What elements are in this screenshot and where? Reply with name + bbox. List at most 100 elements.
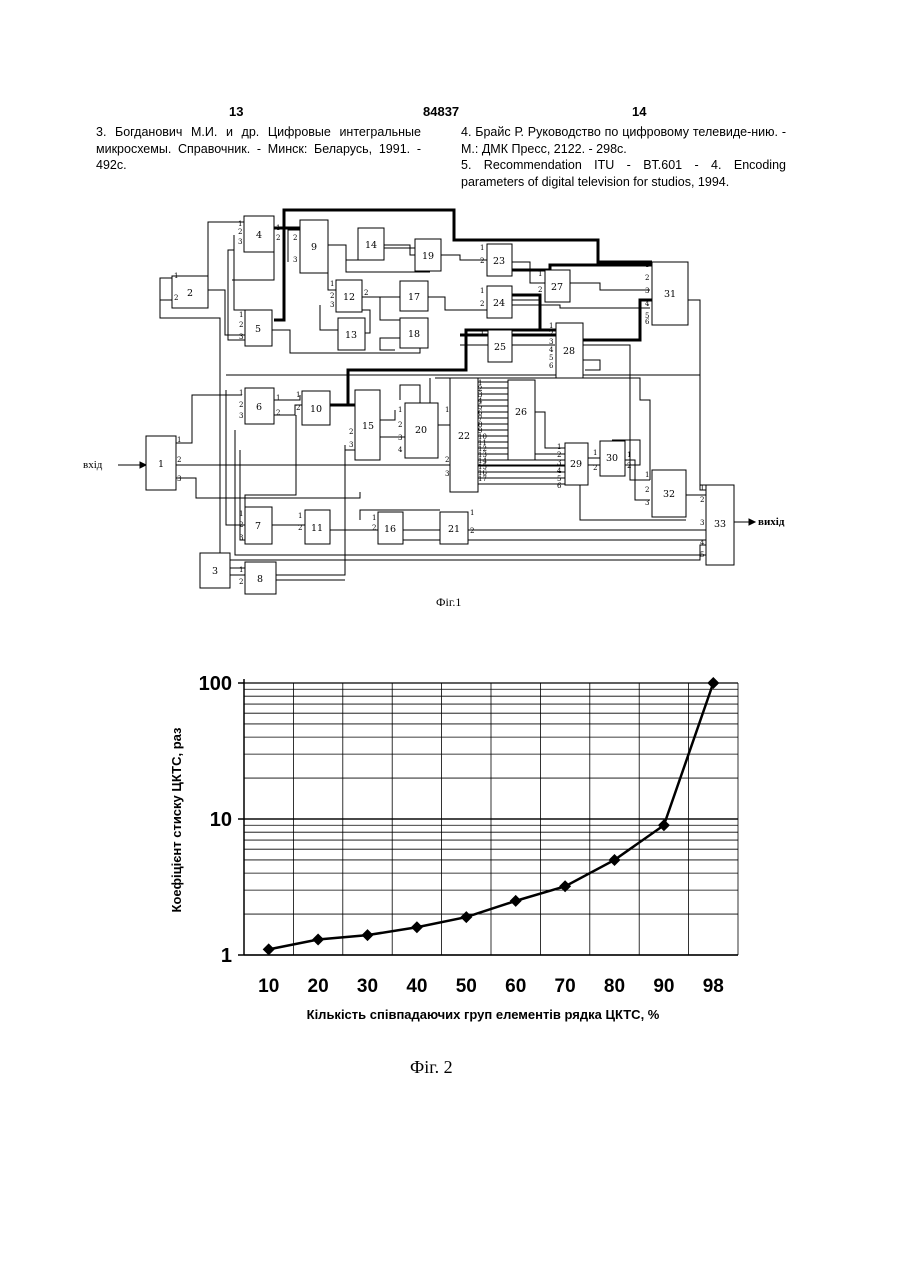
svg-text:2: 2 [276,234,280,242]
block-25-label: 25 [494,342,506,353]
block-4-label: 4 [256,230,262,241]
block-7-label: 7 [255,521,261,532]
block-11-label: 11 [311,523,323,534]
svg-text:1: 1 [593,449,597,457]
svg-text:1: 1 [557,443,561,451]
svg-text:1: 1 [174,272,178,280]
svg-text:2: 2 [364,289,368,297]
svg-text:2: 2 [645,486,649,494]
svg-text:1: 1 [238,220,242,228]
input-label: вхід [83,459,103,471]
svg-text:2: 2 [538,286,542,294]
svg-text:2: 2 [645,274,649,282]
svg-text:2: 2 [549,330,553,338]
block-24-label: 24 [493,298,505,309]
svg-text:1: 1 [480,330,484,338]
svg-text:4: 4 [700,539,705,547]
block-15-label: 15 [362,421,374,432]
svg-text:3: 3 [239,412,243,420]
block-3-label: 3 [212,566,218,577]
svg-text:1: 1 [445,406,449,414]
svg-text:2: 2 [296,404,300,412]
data-point-marker [658,819,670,831]
data-point-marker [460,911,472,923]
svg-text:4: 4 [549,346,554,354]
output-label: вихід [758,516,785,528]
x-tick-label: 70 [555,976,576,997]
svg-text:3: 3 [239,333,243,341]
svg-text:3: 3 [398,434,402,442]
data-point-marker [559,880,571,892]
svg-text:3: 3 [238,238,242,246]
svg-text:2: 2 [480,257,484,265]
svg-text:2: 2 [293,234,297,242]
svg-text:2: 2 [372,524,376,532]
figure2-caption: Фіг. 2 [410,1057,453,1078]
svg-text:3: 3 [700,519,704,527]
x-tick-label: 90 [653,976,674,997]
svg-text:1: 1 [330,280,334,288]
svg-text:6: 6 [549,362,554,370]
svg-text:3: 3 [330,301,334,309]
svg-text:2: 2 [593,464,597,472]
block-1-label: 1 [158,459,164,470]
data-point-marker [362,929,374,941]
svg-text:3: 3 [239,534,243,542]
svg-text:2: 2 [238,228,242,236]
block-6-label: 6 [256,402,262,413]
svg-text:3: 3 [445,470,449,478]
svg-text:2: 2 [174,294,178,302]
block-18-label: 18 [408,329,420,340]
svg-text:2: 2 [177,456,181,464]
svg-text:3: 3 [293,256,297,264]
svg-text:5: 5 [549,354,553,362]
block-31-label: 31 [664,289,676,300]
svg-text:1: 1 [398,406,402,414]
svg-text:6: 6 [557,482,562,490]
figure1-caption: Фіг.1 [436,595,461,609]
svg-text:2: 2 [276,409,280,417]
y-tick-label: 100 [199,673,232,695]
svg-text:2: 2 [700,496,704,504]
data-point-marker [510,895,522,907]
svg-text:1: 1 [239,566,243,574]
x-tick-label: 60 [505,976,526,997]
block-13-label: 13 [345,330,357,341]
svg-text:2: 2 [470,527,474,535]
svg-text:1: 1 [276,224,280,232]
svg-text:1: 1 [700,484,704,492]
svg-text:3: 3 [645,287,649,295]
svg-text:2: 2 [398,421,402,429]
svg-text:1: 1 [239,510,243,518]
x-tick-label: 30 [357,976,378,997]
svg-text:6: 6 [645,318,650,326]
block-26-label: 26 [515,407,527,418]
y-tick-label: 10 [210,809,232,831]
svg-text:2: 2 [627,462,631,470]
block-14-label: 14 [365,240,377,251]
block-12-label: 12 [343,292,355,303]
svg-text:3: 3 [645,499,649,507]
block-33-label: 33 [714,519,726,530]
svg-text:4: 4 [645,300,650,308]
svg-text:2: 2 [239,321,243,329]
block-16-label: 16 [384,524,396,535]
x-tick-label: 50 [456,976,477,997]
series-line [269,683,714,949]
block-10-label: 10 [310,404,322,415]
svg-text:2: 2 [298,524,302,532]
data-point-marker [609,854,621,866]
block-21-label: 21 [448,524,460,535]
svg-text:1: 1 [298,512,302,520]
x-tick-label: 40 [406,976,427,997]
svg-text:1: 1 [627,451,631,459]
block-29-label: 29 [570,459,582,470]
block-27-label: 27 [551,282,563,293]
svg-text:5: 5 [700,551,704,559]
y-axis-label: Коефіцієнт стиску ЦКТС, раз [169,727,184,913]
block-5-label: 5 [255,324,261,335]
svg-text:1: 1 [372,514,376,522]
svg-text:1: 1 [645,261,649,269]
x-tick-label: 98 [703,976,724,997]
block-28-label: 28 [563,346,575,357]
